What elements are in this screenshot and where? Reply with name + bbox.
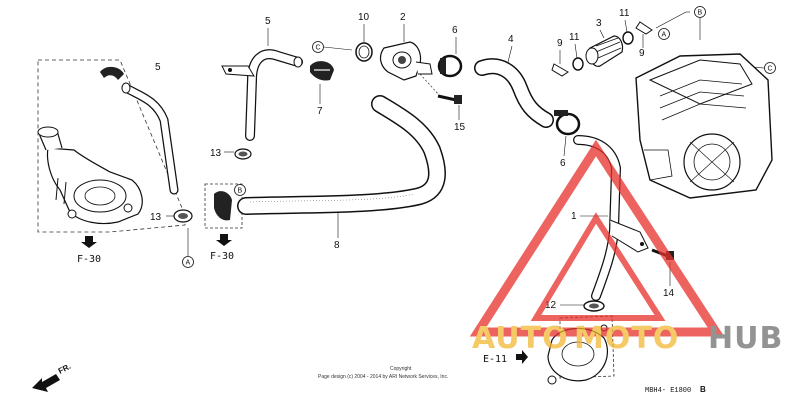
clamp-7 xyxy=(310,61,334,81)
diagram-code: MBH4- E1800 xyxy=(645,387,691,395)
o-ring-11-right xyxy=(622,31,634,45)
callout-8: 8 xyxy=(334,240,340,251)
bolt-15 xyxy=(419,73,462,104)
callout-14: 14 xyxy=(663,288,675,299)
callout-11-left: 11 xyxy=(569,32,580,43)
callout-9-right: 9 xyxy=(639,48,645,59)
callout-11-right: 11 xyxy=(619,8,630,19)
callout-5-left: 5 xyxy=(155,62,161,73)
watermark-moto: MOTO xyxy=(574,321,679,356)
watermark-auto: AUTO xyxy=(472,321,569,356)
svg-text:F-30: F-30 xyxy=(210,251,234,262)
svg-text:B: B xyxy=(698,10,703,17)
callout-9-left: 9 xyxy=(557,38,563,49)
callout-1: 1 xyxy=(571,211,577,222)
o-ring-12 xyxy=(583,300,605,312)
callout-7: 7 xyxy=(317,106,323,117)
marker-b-right: B xyxy=(694,6,706,18)
marker-c-left: C xyxy=(312,41,324,53)
svg-text:C: C xyxy=(316,45,321,52)
callout-3: 3 xyxy=(596,18,602,29)
ref-f30-left: F-30 xyxy=(77,236,101,265)
svg-text:A: A xyxy=(662,32,667,39)
joint-3 xyxy=(585,35,624,67)
callout-4: 4 xyxy=(508,34,514,45)
o-ring-11-left xyxy=(572,57,584,71)
marker-b-mid: B xyxy=(234,184,246,196)
diagram-code-suffix: B xyxy=(700,385,706,394)
svg-text:F-30: F-30 xyxy=(77,254,101,265)
svg-text:C: C xyxy=(768,66,773,73)
o-ring-13-mid xyxy=(234,148,252,160)
callout-6-lower: 6 xyxy=(560,158,566,169)
callout-12: 12 xyxy=(545,300,557,311)
callout-5-upper: 5 xyxy=(265,16,271,27)
callout-6-upper: 6 xyxy=(452,25,458,36)
svg-text:B: B xyxy=(238,188,243,195)
clip-9-right xyxy=(635,21,653,35)
callout-2: 2 xyxy=(400,12,406,23)
marker-c-right: C xyxy=(764,62,776,74)
pipe-5-upper xyxy=(221,49,303,141)
copyright-line1: Copyright xyxy=(390,366,412,372)
clamp-6-upper xyxy=(437,54,463,78)
marker-a-right: A xyxy=(658,28,670,40)
o-ring-13-left xyxy=(166,209,193,223)
svg-text:E-11: E-11 xyxy=(483,354,507,365)
engine-block xyxy=(635,53,773,199)
copyright-line2: Page design (c) 2004 - 2014 by ARI Netwo… xyxy=(318,374,448,380)
callout-13-mid: 13 xyxy=(210,148,222,159)
callout-15: 15 xyxy=(454,122,466,133)
housing-2 xyxy=(379,41,433,81)
hose-8 xyxy=(237,95,446,215)
watermark-hub: HUB xyxy=(708,321,783,356)
svg-text:A: A xyxy=(186,260,191,267)
clip-9-left xyxy=(551,63,569,77)
front-direction-arrow: FR. xyxy=(32,362,72,392)
ref-e11: E-11 xyxy=(483,350,528,365)
watermark: AUTO MOTO HUB xyxy=(469,139,783,356)
clamp-6-lower xyxy=(554,110,581,136)
marker-a-left: A xyxy=(182,256,194,268)
water-pump-assembly xyxy=(37,59,186,233)
clamp-box xyxy=(204,183,243,229)
pipe-5-left xyxy=(100,66,179,195)
hose-4 xyxy=(474,58,554,128)
svg-text:FR.: FR. xyxy=(57,362,73,376)
o-ring-10 xyxy=(355,42,373,62)
callout-10: 10 xyxy=(358,12,370,23)
callout-13-left: 13 xyxy=(150,212,162,223)
ref-f30-mid: F-30 xyxy=(210,234,234,262)
